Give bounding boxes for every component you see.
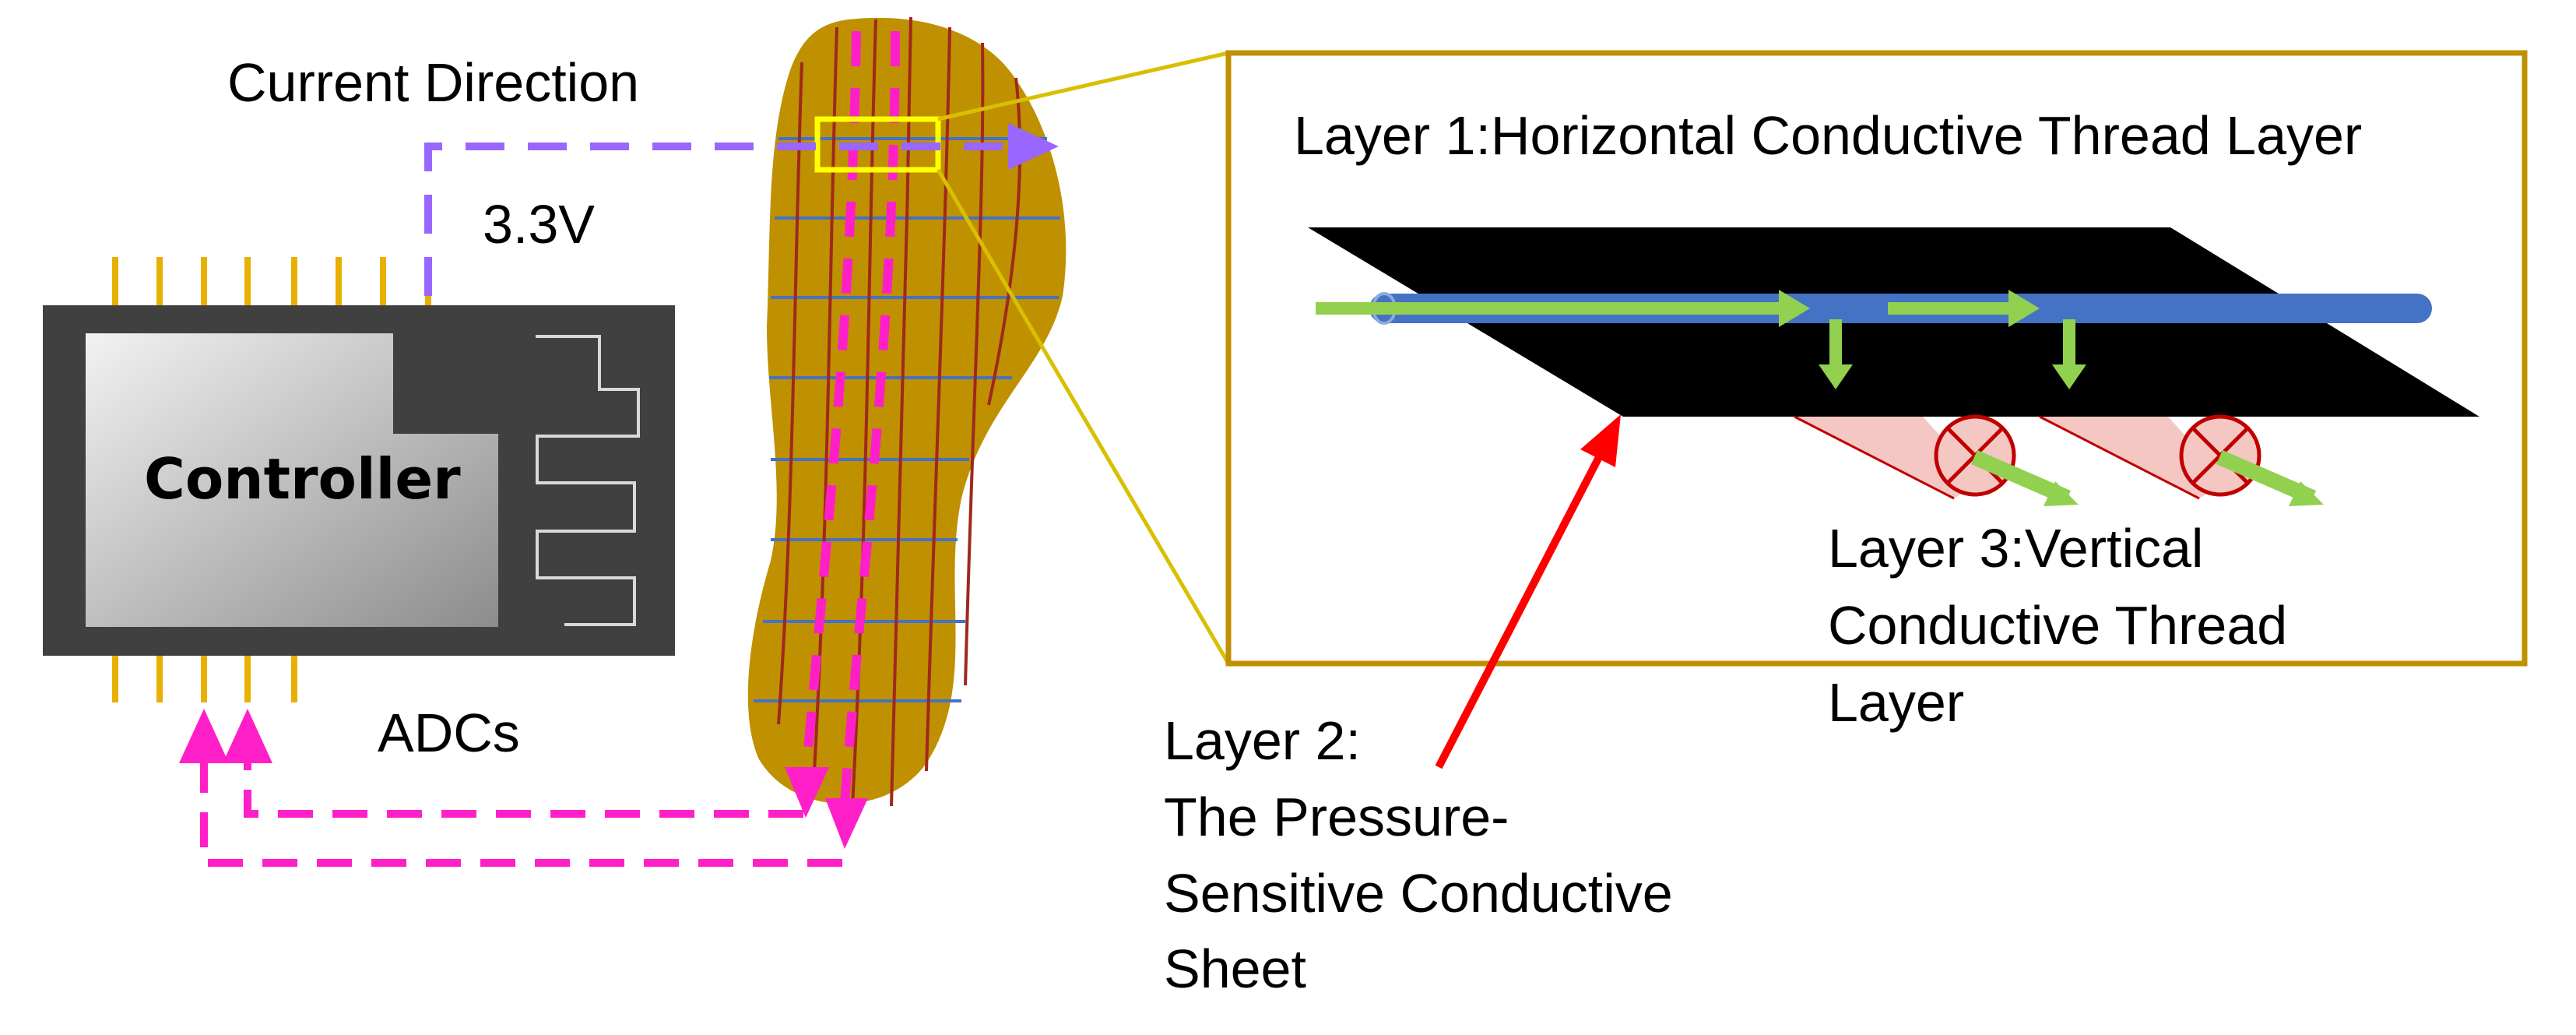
chip-bottom-pins: [112, 656, 297, 702]
vertical-thread-shadow-1: [1794, 417, 1981, 498]
layer3-label-line-2: Conductive Thread: [1828, 595, 2287, 656]
insole-arrowhead-down-1: [785, 767, 829, 818]
layer2-label-line-2: The Pressure-: [1164, 787, 1509, 847]
adc-dashed-line-inner: [244, 763, 803, 818]
insole-dashed-paths: [801, 30, 900, 803]
adcs-label: ADCs: [378, 702, 520, 763]
layer3-label-line-3: Layer: [1828, 672, 1964, 733]
controller-label: Controller: [144, 446, 461, 512]
chip-top-pins: [112, 257, 431, 305]
insole-icon: [747, 16, 1067, 807]
current-direction-label: Current Direction: [227, 52, 639, 113]
voltage-label: 3.3V: [483, 194, 595, 255]
adc-arrowhead-up-1: [179, 709, 229, 763]
adc-paths: [179, 709, 868, 867]
layer2-label-line-1: Layer 2:: [1164, 710, 1361, 771]
sheet-pointer-arrow: [1435, 414, 1621, 769]
layer2-label-line-3: Sensitive Conductive: [1164, 863, 1673, 924]
current-arrowhead: [1008, 123, 1059, 170]
layer1-label: Layer 1:Horizontal Conductive Thread Lay…: [1294, 105, 2362, 166]
controller-chip: Controller: [43, 257, 675, 702]
chip-connector-trace: [536, 335, 640, 626]
layer3-label-line-1: Layer 3:Vertical: [1828, 518, 2203, 579]
insole-shape: [747, 17, 1067, 804]
current-dashed-line: [424, 143, 1012, 296]
layer3-label: Layer 3:Vertical Conductive Thread Layer: [1828, 518, 2287, 733]
current-flow-arrows: [1316, 290, 2324, 506]
insole-arrowhead-down-2: [825, 798, 868, 849]
vertical-thread-shadow-2: [2040, 417, 2226, 498]
layer2-label: Layer 2: The Pressure- Sensitive Conduct…: [1164, 710, 1673, 999]
adc-arrowhead-up-2: [223, 709, 272, 763]
zoom-callout-lines: [936, 51, 1231, 665]
chip-screen: [86, 333, 498, 627]
current-direction-path: [424, 123, 1059, 296]
layer2-label-line-4: Sheet: [1164, 938, 1306, 999]
